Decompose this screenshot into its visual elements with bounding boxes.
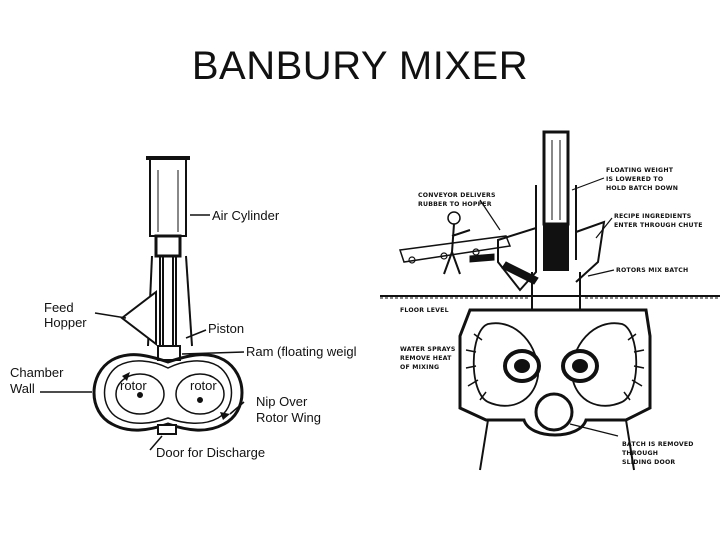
top-cylinder xyxy=(542,130,570,226)
label-rotors-mix: ROTORS MIX BATCH xyxy=(616,267,688,274)
label-wall: Wall xyxy=(10,381,35,396)
label-floor-level: FLOOR LEVEL xyxy=(400,307,449,314)
piston-rod xyxy=(162,255,174,347)
label-rotor-wing: Rotor Wing xyxy=(256,410,321,425)
label-chamber: Chamber xyxy=(10,365,64,380)
label-conveyor-2: RUBBER TO HOPPER xyxy=(418,201,492,208)
conveyor xyxy=(399,235,512,263)
left-schematic xyxy=(40,156,245,451)
label-water-1: WATER SPRAYS xyxy=(400,346,456,353)
air-cylinder xyxy=(149,157,187,237)
label-air-cylinder: Air Cylinder xyxy=(212,208,280,223)
label-batch-1: BATCH IS REMOVED xyxy=(622,441,694,448)
label-floating-1: FLOATING WEIGHT xyxy=(606,167,674,174)
rotor-right xyxy=(175,373,225,415)
label-piston: Piston xyxy=(208,321,244,336)
label-batch-2: THROUGH xyxy=(622,450,658,457)
label-conveyor-1: CONVEYOR DELIVERS xyxy=(418,192,496,199)
right-illustration xyxy=(380,130,720,471)
label-nip-over: Nip Over xyxy=(256,394,308,409)
slide-title: BANBURY MIXER xyxy=(191,44,529,88)
feed-hopper xyxy=(120,289,157,347)
rotor-left xyxy=(115,373,165,415)
chamber-housing xyxy=(458,308,652,437)
worker-body xyxy=(443,223,471,275)
label-water-3: OF MIXING xyxy=(400,364,439,371)
label-ram: Ram (floating weigl xyxy=(246,344,357,359)
worker-head xyxy=(447,211,461,225)
label-recipe-1: RECIPE INGREDIENTS xyxy=(614,213,691,220)
label-batch-3: SLIDING DOOR xyxy=(622,459,675,466)
label-door: Door for Discharge xyxy=(156,445,265,460)
label-feed: Feed xyxy=(44,300,74,315)
label-floating-2: IS LOWERED TO xyxy=(606,176,663,183)
label-hopper: Hopper xyxy=(44,315,87,330)
label-rotor-right: rotor xyxy=(190,378,217,393)
floating-weight xyxy=(543,223,569,271)
label-water-2: REMOVE HEAT xyxy=(400,355,452,362)
rotor-arrows xyxy=(122,372,230,420)
label-floating-3: HOLD BATCH DOWN xyxy=(606,185,678,192)
ram xyxy=(157,345,181,361)
discharge-door xyxy=(157,424,177,435)
sliding-door xyxy=(534,392,574,432)
label-recipe-2: ENTER THROUGH CHUTE xyxy=(614,222,703,229)
label-rotor-left: rotor xyxy=(120,378,147,393)
